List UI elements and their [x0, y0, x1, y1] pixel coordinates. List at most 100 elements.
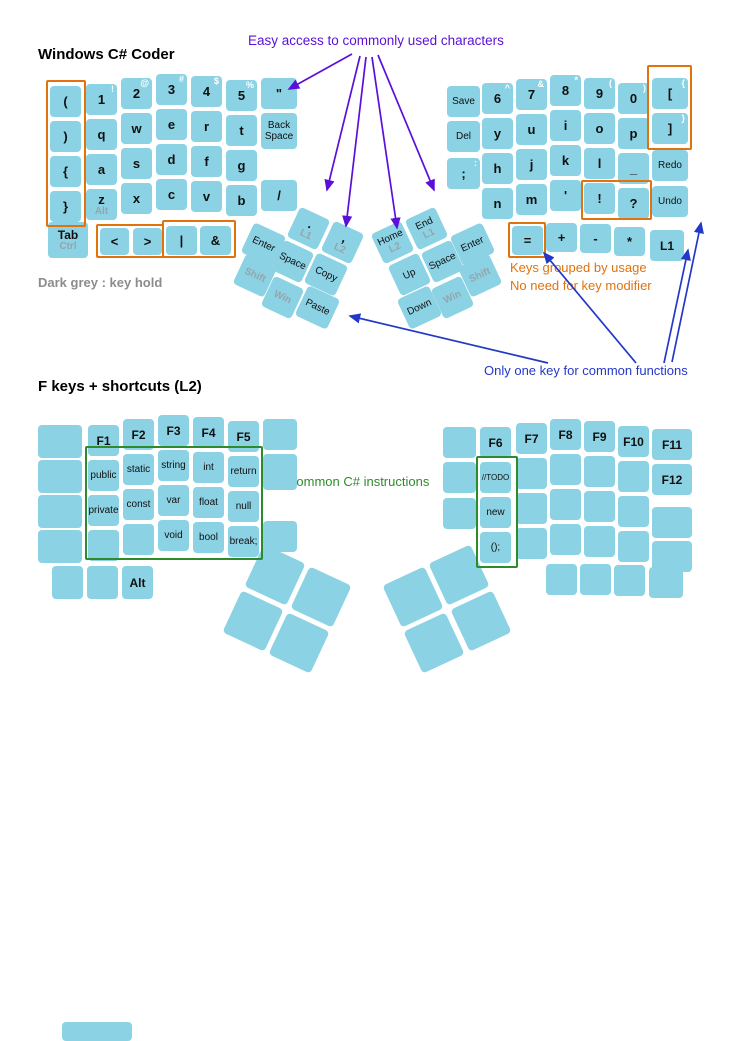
key-shift-sublabel: % — [245, 80, 254, 90]
key-r: r — [191, 111, 222, 142]
key-t: t — [226, 115, 257, 146]
key-label: - — [593, 231, 598, 246]
key-shift-sublabel: # — [178, 74, 184, 84]
key-5: %5 — [226, 80, 257, 111]
key-symbol: ' — [550, 180, 581, 211]
key-h: h — [482, 153, 513, 184]
key-label: break; — [229, 536, 258, 547]
key-label: private — [88, 505, 119, 516]
key-label: Save — [452, 96, 475, 107]
key-label: m — [525, 192, 538, 207]
key-a: a — [86, 154, 117, 185]
key-label: } — [62, 199, 69, 214]
key-blank — [614, 565, 645, 596]
key-symbol: * — [614, 227, 645, 256]
key-blank — [550, 454, 581, 485]
key-8: *8 — [550, 75, 581, 106]
key-blank — [652, 507, 692, 538]
key-const: const — [123, 489, 154, 520]
key-hold-label: Alt — [94, 205, 109, 217]
key-f1: F1 — [88, 425, 119, 456]
key-shift-sublabel: : — [474, 158, 477, 168]
key-bool: bool — [193, 522, 224, 553]
key-v: v — [191, 181, 222, 212]
key-label: void — [164, 530, 183, 541]
key-blank — [516, 458, 547, 489]
key-label: int — [203, 462, 214, 473]
key-symbol: ( — [50, 86, 81, 117]
key-label: new — [486, 507, 505, 518]
key-label: 9 — [595, 86, 604, 101]
key-label: r — [203, 119, 210, 134]
key-label: F4 — [201, 425, 216, 440]
key-label: 5 — [237, 88, 246, 103]
key-label: | — [179, 233, 184, 248]
key-blank — [263, 454, 297, 490]
key-symbol: = — [512, 226, 543, 255]
key-symbol: / — [261, 180, 297, 211]
key-label: Undo — [658, 196, 682, 207]
orange-highlight-box — [46, 80, 86, 227]
key-label: null — [235, 501, 252, 512]
key-symbol: _ — [618, 153, 649, 184]
key-label: F5 — [236, 429, 251, 444]
key-label: ; — [461, 166, 466, 181]
key-blank — [38, 460, 82, 493]
key-shift-sublabel: } — [681, 113, 685, 123]
key-label: v — [202, 189, 211, 204]
key-blank — [618, 531, 649, 562]
key-string: string — [158, 450, 189, 481]
key-n: n — [482, 188, 513, 219]
key-d: d — [156, 144, 187, 175]
key-label: x — [132, 191, 141, 206]
key-label: (); — [490, 542, 501, 553]
key-label: 6 — [493, 91, 502, 106]
key-label: h — [493, 161, 502, 176]
key-label: a — [97, 162, 106, 177]
key-label: & — [210, 233, 221, 248]
key-symbol: :; — [447, 158, 480, 189]
key-label: L1 — [659, 238, 674, 253]
key-f2: F2 — [123, 419, 154, 450]
key-f4: F4 — [193, 417, 224, 448]
key-label: Del — [455, 131, 471, 142]
key-label: 0 — [629, 91, 638, 106]
note-dark-grey-key-hold: Dark grey : key hold — [38, 275, 163, 290]
key-shift-sublabel: * — [574, 75, 578, 85]
key-var: var — [158, 485, 189, 516]
page-title: Windows C# Coder — [38, 46, 175, 63]
key-blank — [584, 526, 615, 557]
key-blank — [443, 427, 476, 458]
key-blank — [652, 541, 692, 572]
key-c: c — [156, 179, 187, 210]
orange-highlight-box — [647, 65, 692, 150]
key-label: Tab — [57, 227, 79, 242]
key-label: f — [204, 154, 209, 169]
key-f6: F6 — [480, 427, 511, 458]
key-label: y — [493, 126, 502, 141]
key-label: 8 — [561, 83, 570, 98]
key-label: 3 — [167, 82, 176, 97]
key-label: i — [563, 118, 568, 133]
key-label: w — [131, 121, 142, 136]
key-label: ] — [667, 121, 673, 136]
key-int: int — [193, 452, 224, 483]
key-blank — [38, 530, 82, 563]
key-f10: F10 — [618, 426, 649, 457]
key-blank — [618, 496, 649, 527]
key-shift-sublabel: { — [681, 78, 685, 88]
key-label: ( — [63, 94, 68, 109]
key-2: @2 — [121, 78, 152, 109]
key-b: b — [226, 185, 257, 216]
key-symbol: + — [546, 223, 577, 252]
key-symbol: ! — [584, 183, 615, 214]
orange-highlight-box — [508, 222, 546, 258]
note-one-key-common-functions: Only one key for common functions — [484, 363, 688, 378]
key-u: u — [516, 114, 547, 145]
key-label: u — [527, 122, 536, 137]
key-symbol: } — [50, 191, 81, 222]
key-e: e — [156, 109, 187, 140]
key-symbol: {[ — [652, 78, 688, 109]
